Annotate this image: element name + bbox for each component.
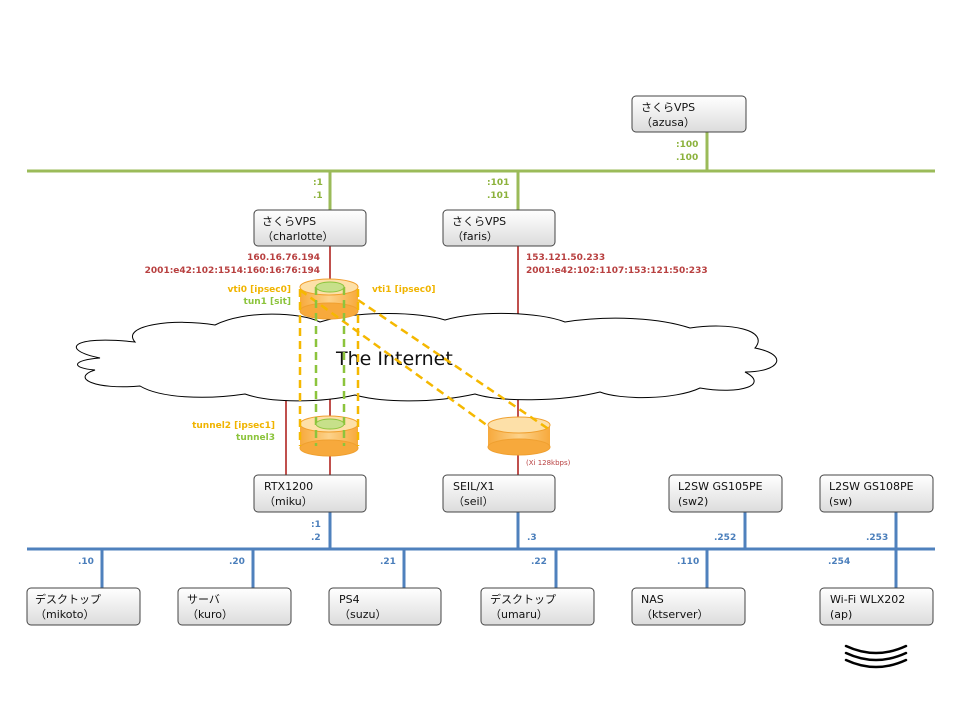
addr-sw2: .252 xyxy=(714,533,736,543)
addr-charlotte-ip4: 160.16.76.194 xyxy=(247,253,320,263)
node-sw-name: (sw) xyxy=(829,495,852,508)
node-sw2-name: (sw2) xyxy=(678,495,708,508)
cloud-label: The Internet xyxy=(335,348,453,370)
tunnel-label-tun1: tun1 [sit] xyxy=(244,297,291,307)
addr-miku-v6: .2 xyxy=(311,533,321,543)
node-kuro-name: （kuro） xyxy=(187,608,233,621)
node-ktserver-title: NAS xyxy=(641,593,664,606)
node-miku-title: RTX1200 xyxy=(264,480,313,493)
node-charlotte[interactable]: さくらVPS （charlotte） xyxy=(253,209,367,247)
node-kuro[interactable]: サーバ （kuro） xyxy=(177,587,292,626)
addr-ktserver: .110 xyxy=(677,557,699,567)
addr-ap: .254 xyxy=(828,557,850,567)
addr-charlotte-v6: .1 xyxy=(313,191,323,201)
addr-suzu: .21 xyxy=(380,557,396,567)
node-charlotte-title: さくらVPS xyxy=(262,215,316,228)
node-seil[interactable]: SEIL/X1 （seil） xyxy=(442,474,556,513)
node-umaru[interactable]: デスクトップ （umaru） xyxy=(480,587,595,626)
node-ap[interactable]: Wi-Fi WLX202 (ap) xyxy=(819,587,934,626)
node-azusa-name: （azusa） xyxy=(641,116,695,129)
node-azusa-title: さくらVPS xyxy=(641,101,695,114)
tunnel-label-vti0: vti0 [ipsec0] xyxy=(228,285,291,295)
node-seil-title: SEIL/X1 xyxy=(453,480,495,493)
node-ap-name: (ap) xyxy=(830,608,852,621)
addr-azusa-v6: .100 xyxy=(676,153,698,163)
upper-segment xyxy=(27,132,935,211)
addr-mikoto: .10 xyxy=(78,557,94,567)
addr-faris-ip4: 153.121.50.233 xyxy=(526,253,605,263)
addr-faris-v6: .101 xyxy=(487,191,509,201)
tunnels xyxy=(298,278,551,457)
lower-segment xyxy=(27,512,935,588)
wifi-icon xyxy=(844,644,908,669)
node-sw2[interactable]: L2SW GS105PE (sw2) xyxy=(668,474,783,513)
node-faris-title: さくらVPS xyxy=(452,215,506,228)
node-umaru-name: （umaru） xyxy=(490,608,548,621)
node-sw-title: L2SW GS108PE xyxy=(829,480,914,493)
internet-cloud: The Internet xyxy=(75,312,778,402)
addr-kuro: .20 xyxy=(229,557,245,567)
node-ap-title: Wi-Fi WLX202 xyxy=(830,593,905,606)
node-mikoto[interactable]: デスクトップ （mikoto） xyxy=(26,587,141,626)
node-mikoto-title: デスクトップ xyxy=(35,592,101,606)
node-sw2-title: L2SW GS105PE xyxy=(678,480,763,493)
addr-charlotte-ip6: 2001:e42:102:1514:160:16:76:194 xyxy=(145,266,320,276)
node-faris-name: （faris） xyxy=(452,230,498,243)
addr-charlotte-v4: :1 xyxy=(313,178,323,188)
node-faris[interactable]: さくらVPS （faris） xyxy=(442,209,556,247)
node-seil-name: （seil） xyxy=(453,495,494,508)
node-ktserver[interactable]: NAS （ktserver） xyxy=(631,587,746,626)
node-miku[interactable]: RTX1200 （miku） xyxy=(253,474,367,513)
node-ktserver-name: （ktserver） xyxy=(641,608,709,621)
tunnel-label-tunnel3: tunnel3 xyxy=(236,433,275,443)
node-sw[interactable]: L2SW GS108PE (sw) xyxy=(819,474,934,513)
addr-miku-v4: :1 xyxy=(311,520,321,530)
addr-azusa-v4: :100 xyxy=(676,140,698,150)
node-charlotte-name: （charlotte） xyxy=(262,230,333,243)
seil-link-note: (Xi 128kbps) xyxy=(526,459,571,467)
addr-sw: .253 xyxy=(866,533,888,543)
node-suzu-name: （suzu） xyxy=(339,608,386,621)
node-suzu-title: PS4 xyxy=(339,593,360,606)
node-suzu[interactable]: PS4 （suzu） xyxy=(328,587,442,626)
addr-faris-ip6: 2001:e42:102:1107:153:121:50:233 xyxy=(526,266,708,276)
addr-seil: .3 xyxy=(527,533,537,543)
node-mikoto-name: （mikoto） xyxy=(35,608,95,621)
addr-faris-v4: :101 xyxy=(487,178,509,188)
node-azusa[interactable]: さくらVPS （azusa） xyxy=(631,95,747,133)
cylinder-seil xyxy=(487,416,551,456)
node-kuro-title: サーバ xyxy=(187,593,220,606)
node-miku-name: （miku） xyxy=(264,495,313,508)
addr-umaru: .22 xyxy=(531,557,547,567)
tunnel-label-vti1: vti1 [ipsec0] xyxy=(372,285,435,295)
node-umaru-title: デスクトップ xyxy=(490,592,556,606)
tunnel-label-tunnel2: tunnel2 [ipsec1] xyxy=(192,421,275,431)
